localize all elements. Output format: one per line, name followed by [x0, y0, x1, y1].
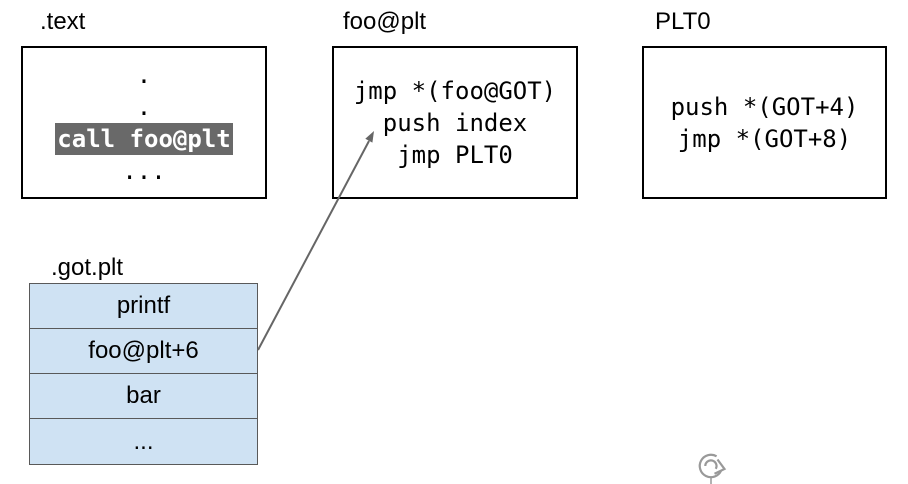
code-line: jmp *(GOT+8): [677, 124, 852, 153]
got-row-foo-plt-6: foo@plt+6: [30, 329, 257, 374]
code-line: call foo@plt: [55, 122, 233, 155]
code-line: push index: [382, 108, 528, 137]
got-plt-section-label: .got.plt: [51, 254, 124, 281]
got-plt-table: printf foo@plt+6 bar ...: [29, 283, 258, 465]
code-line: jmp *(foo@GOT): [353, 76, 557, 105]
got-row-ellipsis: ...: [30, 419, 257, 464]
code-line: jmp PLT0: [397, 140, 513, 169]
got-row-bar: bar: [30, 374, 257, 419]
highlighted-call-instruction: call foo@plt: [55, 122, 233, 155]
code-line: .: [136, 92, 152, 121]
text-section-box: . . call foo@plt ...: [21, 46, 267, 199]
foo-plt-section-box: jmp *(foo@GOT) push index jmp PLT0: [332, 46, 578, 199]
foo-plt-section-label: foo@plt: [343, 8, 427, 35]
circular-arrow-icon: [698, 453, 727, 484]
plt0-section-box: push *(GOT+4) jmp *(GOT+8): [642, 46, 887, 199]
plt0-section-label: PLT0: [655, 8, 711, 35]
text-section-label: .text: [40, 8, 86, 35]
got-row-printf: printf: [30, 284, 257, 329]
code-line: push *(GOT+4): [670, 92, 859, 121]
code-line: .: [136, 60, 152, 89]
code-line: ...: [122, 156, 166, 185]
